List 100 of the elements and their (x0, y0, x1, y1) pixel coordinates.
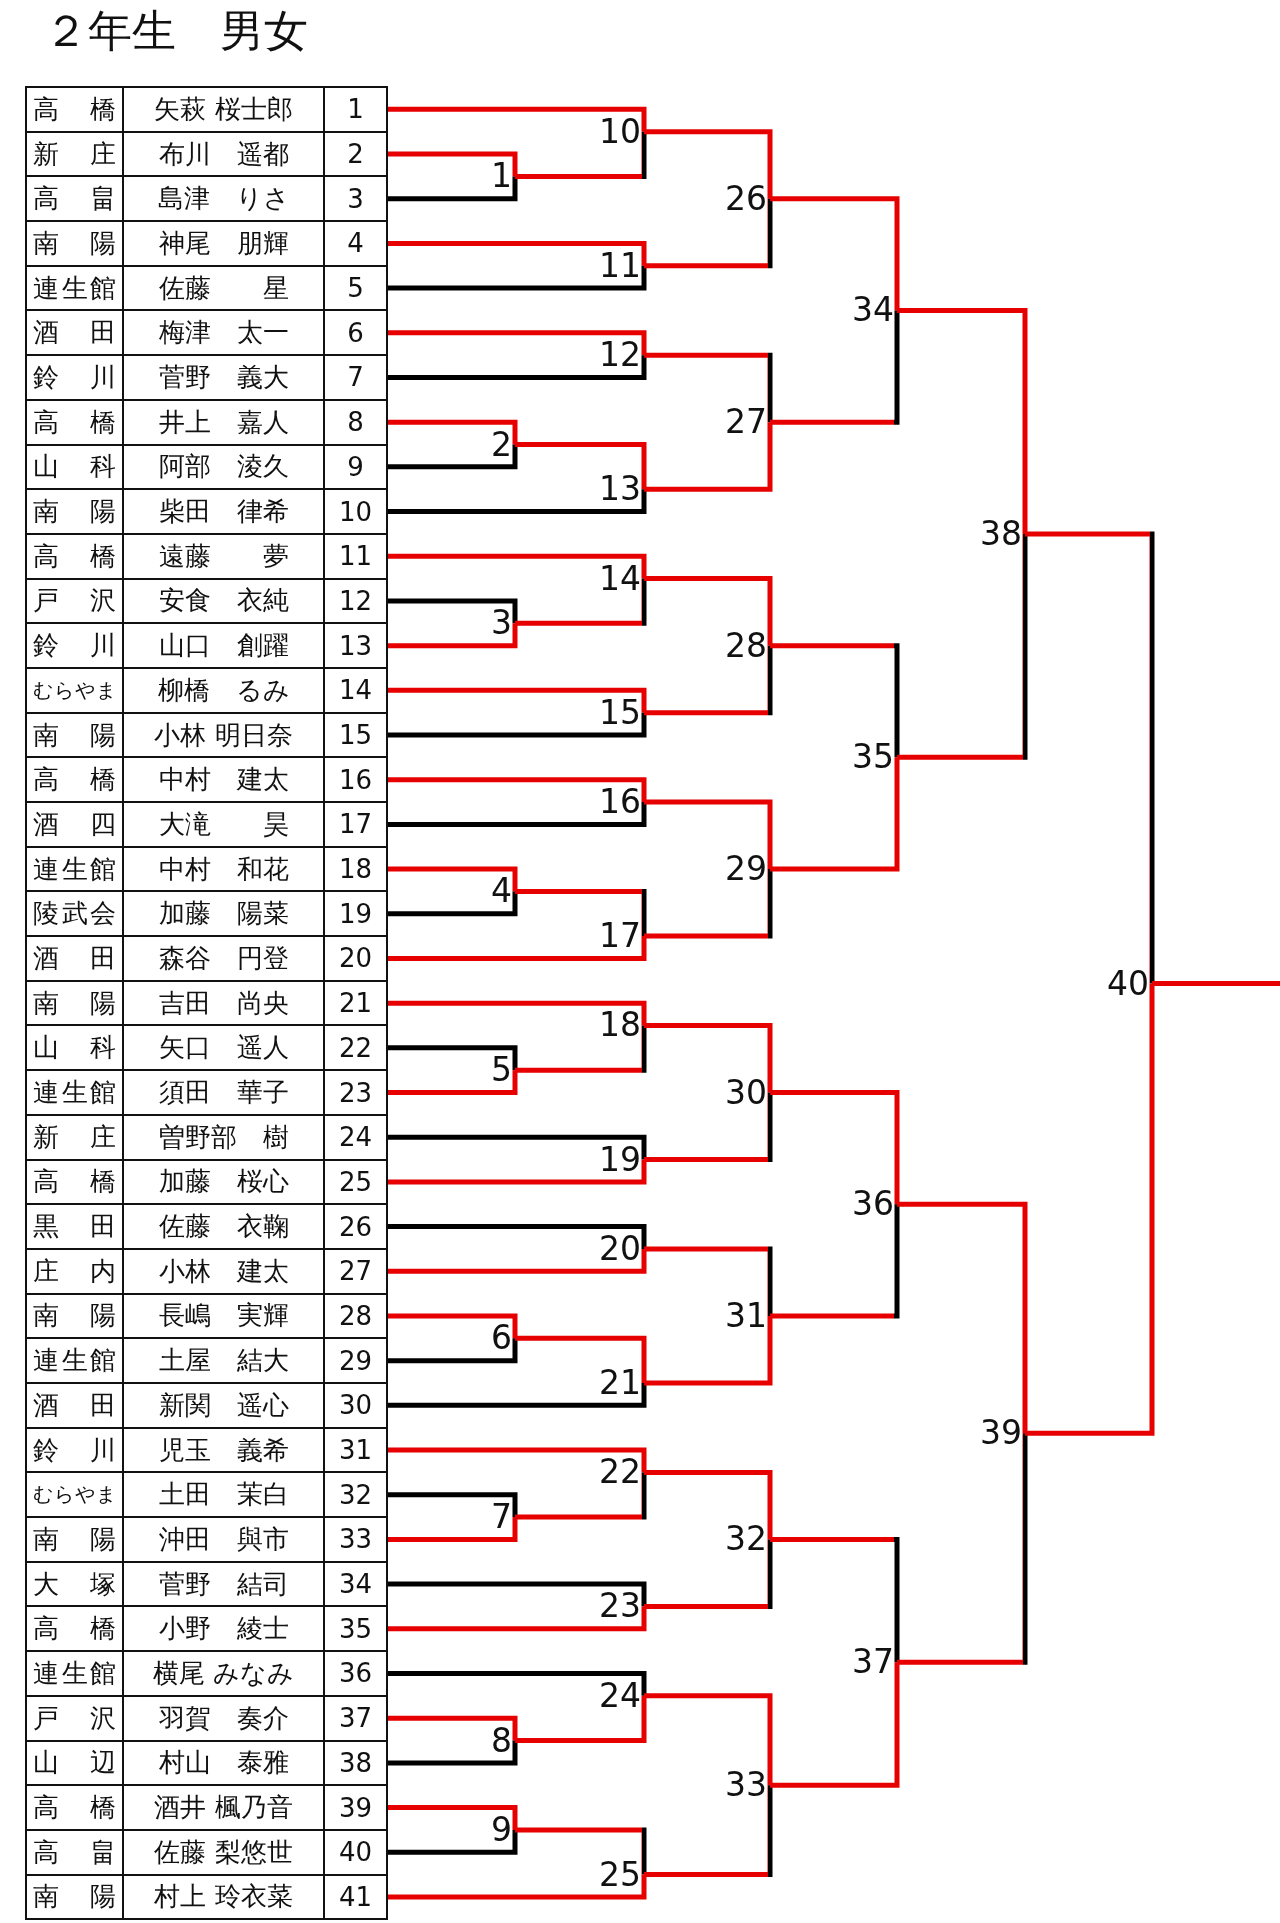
table-row (25, 1516, 388, 1563)
bracket-line (387, 1313, 518, 1339)
player-name-cell: 森谷 円登 (124, 937, 325, 980)
draw-number: 14 (337, 674, 374, 708)
draw-number: 35 (337, 1612, 374, 1646)
match-number: 8 (452, 1720, 512, 1761)
table-row (25, 577, 388, 625)
match-number: 23 (581, 1586, 641, 1627)
player-name-cell: 須田 華子 (124, 1071, 325, 1114)
player-name-cell: 吉田 尚央 (124, 981, 325, 1025)
draw-number: 27 (337, 1255, 374, 1289)
bracket-line (644, 1539, 773, 1609)
match-number: 32 (707, 1519, 767, 1560)
bracket-line (387, 1000, 647, 1026)
bracket-line (387, 1829, 518, 1855)
draw-number: 4 (346, 227, 365, 261)
bracket-line (644, 422, 773, 492)
player-name-cell: 山口 創躍 (124, 624, 325, 667)
table-row (25, 1113, 388, 1161)
player-name-cell: 島津 りさ (124, 177, 325, 221)
bracket-line (387, 1805, 518, 1830)
table-row (25, 1828, 388, 1876)
player-name-cell: 大滝 昊 (124, 803, 325, 846)
draw-number: 3 (346, 182, 365, 216)
table-row (25, 1873, 388, 1921)
school-cell: むらやま (33, 1481, 116, 1509)
school-cell-text: 連生館 (33, 1076, 116, 1109)
school-cell-text: 大塚 (33, 1567, 116, 1601)
bracket-line (387, 1224, 647, 1249)
school-cell-text: 南陽 (33, 226, 116, 260)
table-row (25, 488, 388, 535)
school-cell-text: 新庄 (33, 1120, 116, 1154)
match-number: 34 (834, 290, 894, 331)
table-row (25, 1024, 388, 1072)
draw-number: 39 (337, 1791, 374, 1825)
bracket-line (644, 1246, 773, 1316)
school-cell-text: 高橋 (33, 1612, 116, 1646)
bracket-line (387, 777, 647, 803)
school-cell-text: 連生館 (33, 271, 116, 305)
bracket-line (387, 1740, 518, 1766)
bracket-line (515, 1025, 647, 1073)
table-row (25, 398, 388, 446)
draw-number: 26 (337, 1210, 374, 1244)
player-name-cell: 井上 嘉人 (124, 400, 325, 444)
draw-number: 32 (337, 1478, 374, 1512)
match-number: 26 (707, 178, 767, 219)
table-row (25, 264, 388, 312)
table-row (25, 1471, 388, 1519)
draw-number: 36 (337, 1657, 374, 1691)
school-cell-text: 新庄 (33, 137, 116, 171)
draw-number: 33 (337, 1523, 374, 1557)
player-name-cell: 矢萩 桜士郎 (124, 88, 325, 131)
player-name-cell: 中村 建太 (124, 758, 325, 802)
bracket-line (387, 1606, 647, 1632)
table-row (25, 1650, 388, 1697)
school-cell-text: 高畠 (33, 1835, 116, 1869)
bracket-line (387, 1045, 518, 1071)
table-row (25, 1382, 388, 1429)
match-number: 39 (962, 1413, 1022, 1454)
bracket-line (897, 307, 1028, 534)
player-name-cell: 土田 茉白 (124, 1473, 325, 1517)
player-name-cell: 阿部 淩久 (124, 445, 325, 489)
bracket-line (1025, 531, 1155, 984)
bracket-line (644, 1693, 773, 1786)
school-cell-text: 南陽 (33, 1522, 116, 1556)
school-cell-text: 連生館 (33, 852, 116, 886)
table-row (25, 979, 388, 1027)
school-cell-text: 山科 (33, 450, 116, 484)
draw-number: 16 (337, 763, 374, 797)
bracket-line (387, 419, 518, 445)
player-name-cell: 長嶋 実輝 (124, 1294, 325, 1338)
match-number: 13 (581, 469, 641, 510)
match-number: 4 (452, 871, 512, 912)
bracket-line (1152, 981, 1280, 987)
player-name-cell: 菅野 義大 (124, 356, 325, 399)
player-name-cell: 佐藤 梨悠世 (124, 1830, 325, 1874)
match-number: 27 (707, 402, 767, 443)
school-cell-text: 鈴川 (33, 1433, 116, 1467)
bracket-line (770, 757, 900, 872)
bracket-line (387, 355, 647, 380)
bracket-line (770, 1536, 900, 1663)
bracket-line (387, 1671, 647, 1696)
match-number: 3 (452, 603, 512, 644)
school-cell-text: 高畠 (33, 182, 116, 216)
bracket-line (387, 106, 647, 132)
bracket-line (897, 1201, 1028, 1434)
school-cell-text: 酒田 (33, 316, 116, 350)
school-cell-text: 黒田 (33, 1210, 116, 1244)
school-cell-text: 鈴川 (33, 629, 116, 663)
school-cell-text: 酒四 (33, 807, 116, 841)
school-cell-text: 山辺 (33, 1746, 116, 1780)
player-name-cell: 布川 遥都 (124, 132, 325, 176)
school-cell-text: 高橋 (33, 539, 116, 573)
bracket-line (387, 598, 518, 624)
school-cell-text: 高橋 (33, 1791, 116, 1825)
bracket-line (644, 1092, 773, 1163)
match-number: 38 (962, 513, 1022, 554)
player-name-cell: 小林 明日奈 (124, 713, 325, 757)
match-number: 9 (452, 1809, 512, 1850)
player-name-cell: 佐藤 衣鞠 (124, 1205, 325, 1248)
